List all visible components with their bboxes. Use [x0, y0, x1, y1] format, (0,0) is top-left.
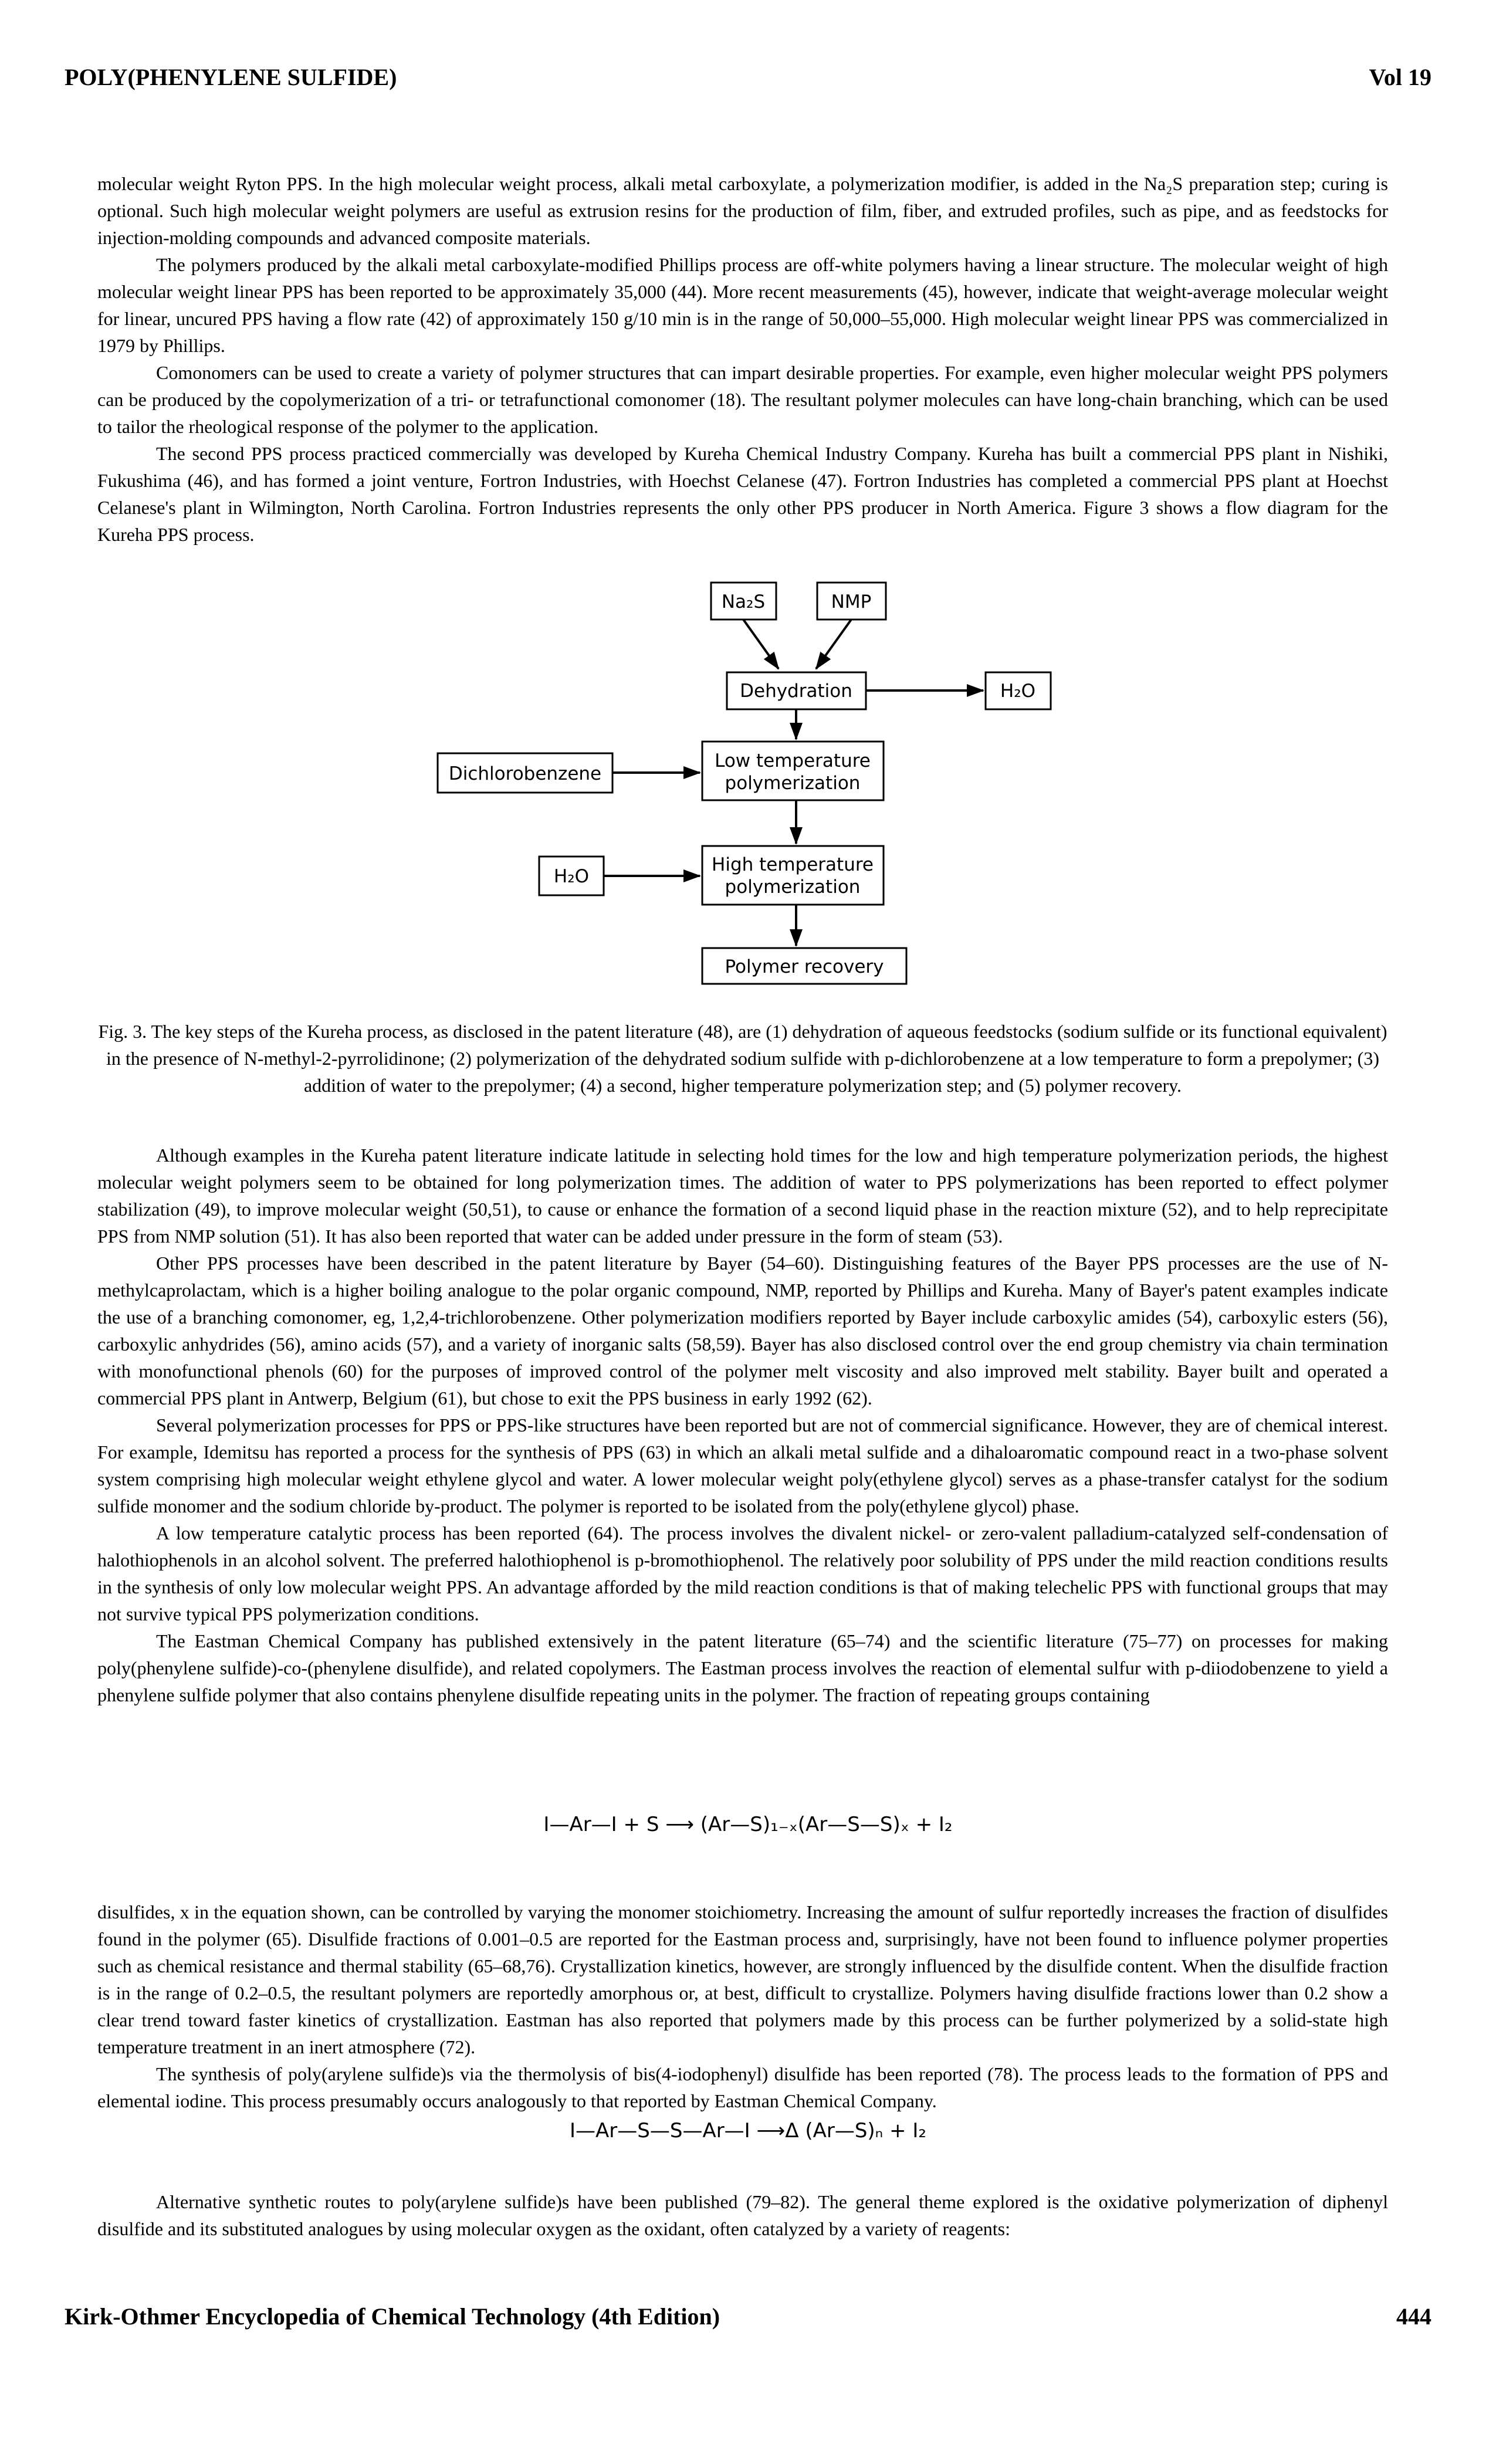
label-polymer-recovery: Polymer recovery: [725, 956, 884, 977]
running-title: POLY(PHENYLENE SULFIDE): [65, 64, 397, 90]
text-block-top: molecular weight Ryton PPS. In the high …: [97, 170, 1388, 548]
label-dehydration: Dehydration: [740, 681, 852, 702]
paragraph: Several polymerization processes for PPS…: [97, 1414, 1388, 1517]
box-h2o-in: [538, 855, 605, 896]
paragraph: The second PPS process practiced commerc…: [97, 443, 1388, 545]
box-h2o-out: [984, 671, 1052, 710]
footer-source: Kirk-Othmer Encyclopedia of Chemical Tec…: [65, 2303, 720, 2330]
page-footer: Kirk-Othmer Encyclopedia of Chemical Tec…: [65, 2303, 1431, 2338]
paragraph: The polymers produced by the alkali meta…: [97, 254, 1388, 356]
volume-label: Vol 19: [1369, 64, 1431, 90]
box-low-temp: [701, 740, 885, 801]
paragraph: Although examples in the Kureha patent l…: [97, 1145, 1388, 1247]
page-number: 444: [1396, 2303, 1431, 2330]
label-na2s: Na₂S: [722, 591, 765, 612]
label-high-temp-2: polymerization: [725, 876, 861, 898]
paragraph: disulfides, x in the equation shown, can…: [97, 1901, 1388, 2057]
box-na2s: [710, 581, 777, 621]
paragraph: Other PPS processes have been described …: [97, 1253, 1388, 1409]
label-high-temp-1: High temperature: [712, 854, 874, 875]
label-low-temp-1: Low temperature: [715, 750, 871, 771]
paragraph: The synthesis of poly(arylene sulfide)s …: [97, 2063, 1388, 2111]
equation-eastman: I—Ar—I + S ⟶ (Ar—S)₁₋ₓ(Ar—S—S)ₓ + I₂: [543, 1813, 953, 1836]
paragraph: The Eastman Chemical Company has publish…: [97, 1630, 1388, 1705]
label-h2o-in: H₂O: [554, 866, 589, 887]
label-low-temp-2: polymerization: [725, 773, 861, 794]
equation-thermolysis: I—Ar—S—S—Ar—I ⟶Δ (Ar—S)ₙ + I₂: [570, 2119, 926, 2143]
box-dehydration: [726, 671, 867, 710]
arrow-na2s-to-dehydration: [742, 618, 780, 670]
paragraph: Comonomers can be used to create a varie…: [97, 362, 1388, 437]
text-block-middle: Although examples in the Kureha patent l…: [97, 1142, 1388, 1708]
running-header: POLY(PHENYLENE SULFIDE) Vol 19: [65, 63, 1431, 99]
paragraph: Alternative synthetic routes to poly(ary…: [97, 2191, 1388, 2239]
text-block-bottom: Alternative synthetic routes to poly(ary…: [97, 2188, 1388, 2242]
label-nmp: NMP: [831, 591, 872, 612]
paragraph: A low temperature catalytic process has …: [97, 1522, 1388, 1624]
arrow-nmp-to-dehydration: [815, 618, 852, 670]
box-high-temp: [701, 845, 885, 906]
text-block-lower: disulfides, x in the equation shown, can…: [97, 1898, 1388, 2114]
box-polymer-recovery: [701, 947, 908, 985]
label-h2o-out: H₂O: [1000, 681, 1035, 702]
figure-caption: Fig. 3. The key steps of the Kureha proc…: [98, 1021, 1387, 1096]
box-nmp: [816, 581, 887, 621]
paragraph: molecular weight Ryton PPS. In the high …: [97, 173, 1388, 248]
box-dichlorobenzene: [436, 752, 614, 794]
label-dichlorobenzene: Dichlorobenzene: [449, 763, 601, 784]
